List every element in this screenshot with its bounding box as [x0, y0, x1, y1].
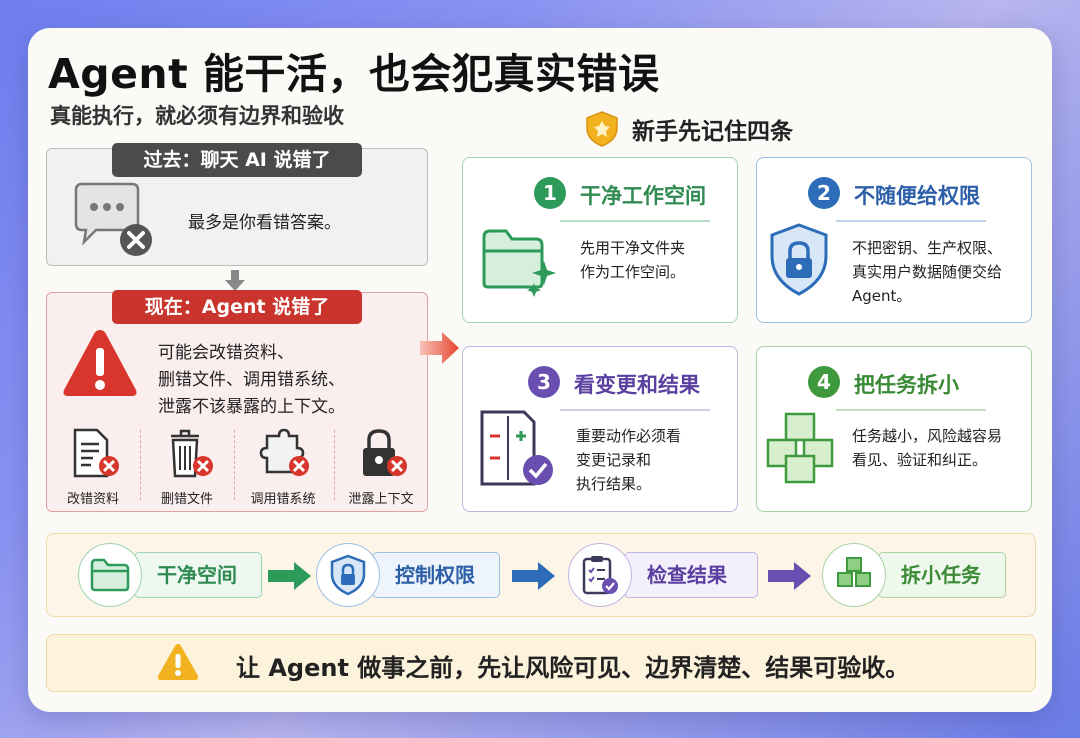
past-label: 过去：聊天 AI 说错了 — [112, 143, 362, 177]
divider — [234, 430, 235, 500]
document-error-icon — [73, 428, 119, 478]
error-item-label: 泄露上下文 — [348, 492, 414, 507]
rule-card-4 — [756, 346, 1032, 512]
flow-step-clean-space: 干净空间 — [78, 543, 264, 607]
cubes-icon — [837, 557, 871, 587]
error-item: 改错资料 — [46, 428, 140, 507]
flow-step-label: 检查结果 — [624, 552, 758, 598]
rule-line-text: 变更记录和 — [576, 451, 652, 469]
shield-lock-icon — [770, 223, 828, 296]
flow-step-check-result: 检查结果 — [568, 543, 760, 607]
rule-title: 看变更和结果 — [574, 373, 700, 397]
rule-number: 4 — [808, 366, 840, 398]
rule-description: 不把密钥、生产权限、 真实用户数据随便交给 Agent。 — [852, 236, 1002, 308]
flow-arrow-icon — [512, 562, 555, 590]
trash-error-icon — [171, 429, 213, 478]
rule-line-text: Agent。 — [852, 287, 912, 305]
rule-line-text: 真实用户数据随便交给 — [852, 263, 1003, 281]
rule-description: 重要动作必须看 变更记录和 执行结果。 — [576, 424, 681, 496]
rule-title: 干净工作空间 — [580, 184, 706, 208]
flow-step-label: 控制权限 — [372, 552, 500, 598]
error-item-label: 删错文件 — [160, 492, 213, 507]
now-line: 泄露不该暴露的上下文。 — [158, 397, 345, 417]
flow-step-circle — [568, 543, 632, 607]
rule-line-text: 执行结果。 — [576, 475, 652, 493]
now-description: 可能会改错资料、 删错文件、调用错系统、 泄露不该暴露的上下文。 — [158, 340, 345, 421]
down-arrow-icon — [225, 270, 245, 291]
rule-number: 3 — [528, 366, 560, 398]
now-line: 删错文件、调用错系统、 — [158, 370, 345, 390]
chat-error-icon — [74, 182, 152, 256]
shield-badge-icon — [586, 111, 618, 147]
rule-title: 不随便给权限 — [854, 184, 980, 208]
flow-step-label: 拆小任务 — [878, 552, 1006, 598]
cubes-icon — [766, 412, 834, 484]
flow-step-circle — [78, 543, 142, 607]
error-item: 泄露上下文 — [334, 428, 428, 507]
error-item-label: 调用错系统 — [250, 492, 316, 507]
warning-icon — [157, 644, 199, 680]
rules-heading-text: 新手先记住四条 — [632, 119, 793, 145]
tip-bar — [46, 634, 1036, 692]
divider — [836, 409, 986, 411]
now-line: 可能会改错资料、 — [158, 343, 294, 363]
flow-step-circle — [316, 543, 380, 607]
tip-text: 让 Agent 做事之前，先让风险可见、边界清楚、结果可验收。 — [236, 654, 910, 682]
lock-error-icon — [363, 429, 407, 476]
rule-number: 2 — [808, 177, 840, 209]
folder-sparkle-icon — [482, 229, 556, 297]
rule-description: 先用干净文件夹 作为工作空间。 — [580, 236, 685, 284]
rule-line-text: 作为工作空间。 — [580, 263, 686, 281]
divider — [560, 220, 710, 222]
flow-step-label: 干净空间 — [134, 552, 262, 598]
rule-description: 任务越小，风险越容易 看见、验证和纠正。 — [852, 424, 1002, 472]
diff-check-icon — [480, 410, 553, 486]
error-item: 删错文件 — [140, 428, 234, 507]
right-arrow-icon — [420, 332, 459, 364]
divider — [140, 430, 141, 500]
rule-line-text: 重要动作必须看 — [576, 427, 682, 445]
error-item-label: 改错资料 — [66, 492, 119, 507]
rule-number: 1 — [534, 177, 566, 209]
error-item: 调用错系统 — [236, 428, 330, 507]
now-label: 现在：Agent 说错了 — [112, 290, 362, 324]
flow-step-split-task: 拆小任务 — [822, 543, 1008, 607]
plugin-error-icon — [259, 428, 309, 476]
folder-icon — [90, 558, 130, 592]
past-text: 最多是你看错答案。 — [188, 213, 341, 233]
warning-icon — [63, 330, 137, 396]
rule-line-text: 看见、验证和纠正。 — [852, 451, 988, 469]
flow-step-control-permission: 控制权限 — [316, 543, 502, 607]
divider — [836, 220, 986, 222]
rule-line-text: 不把密钥、生产权限、 — [852, 239, 1003, 257]
page-subtitle: 真能执行，就必须有边界和验收 — [50, 104, 344, 128]
flow-step-circle — [822, 543, 886, 607]
flow-arrow-icon — [268, 562, 311, 590]
divider — [334, 430, 335, 500]
rule-line-text: 先用干净文件夹 — [580, 239, 686, 257]
rule-line-text: 任务越小，风险越容易 — [852, 427, 1003, 445]
rule-title: 把任务拆小 — [854, 373, 959, 397]
flow-arrow-icon — [768, 562, 811, 590]
checklist-icon — [582, 556, 618, 595]
shield-lock-icon — [330, 554, 366, 596]
page-title: Agent 能干活，也会犯真实错误 — [48, 50, 660, 98]
divider — [560, 409, 710, 411]
